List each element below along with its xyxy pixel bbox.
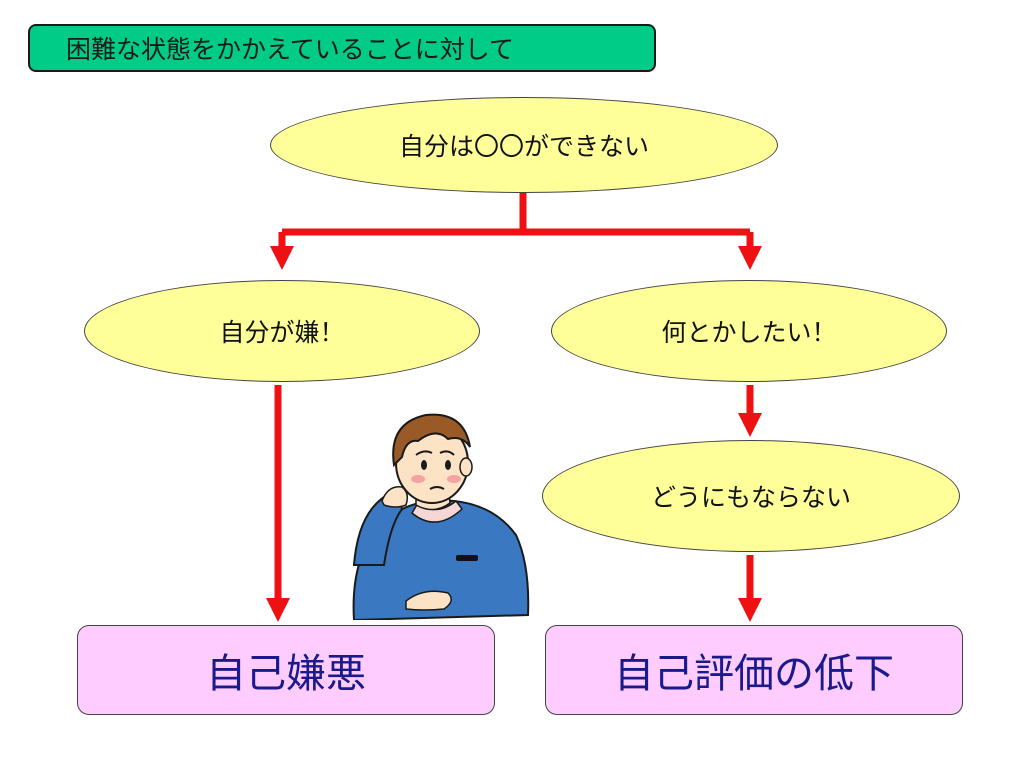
result-low-self-esteem-label: 自己評価の低下 [614,651,894,697]
node-dislike-self-label: 自分が嫌！ [219,318,345,347]
result-self-hatred: 自己嫌悪 [77,625,495,715]
worried-man-illustration [352,413,530,620]
result-self-hatred-label: 自己嫌悪 [206,651,366,697]
node-cannot-do: 自分は〇〇ができない [270,97,778,193]
result-low-self-esteem: 自己評価の低下 [545,625,963,715]
diagram-title-text: 困難な状態をかかえていることに対して [66,35,515,64]
arrowhead-left-result [266,598,290,622]
node-want-to-change: 何とかしたい！ [551,280,947,382]
arrowhead-right-node [738,246,762,270]
node-dislike-self: 自分が嫌！ [84,280,480,382]
arrowhead-right-result [738,598,762,622]
node-want-to-change-label: 何とかしたい！ [661,318,837,347]
node-cannot-do-label: 自分は〇〇ができない [398,132,649,161]
arrowhead-right-lower [738,413,762,437]
node-hopeless-label: どうにもならない [650,483,851,512]
arrowhead-left-node [270,246,294,270]
node-hopeless: どうにもならない [542,440,960,552]
diagram-title: 困難な状態をかかえていることに対して [28,24,656,72]
